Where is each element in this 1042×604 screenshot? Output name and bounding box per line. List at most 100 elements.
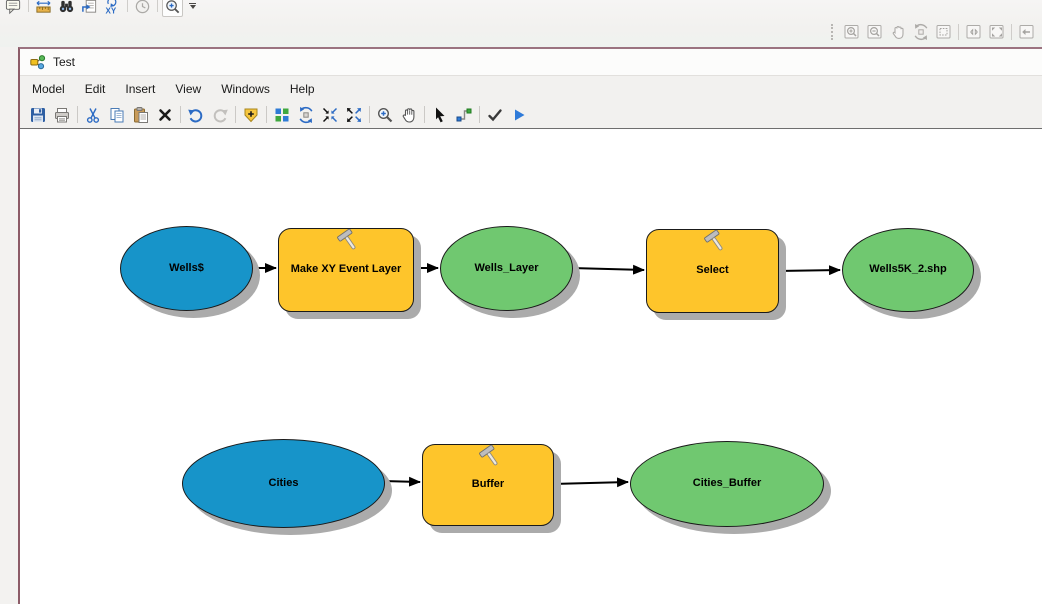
toolbar-separator [127,0,128,12]
menu-insert[interactable]: Insert [115,79,165,99]
toolbar-separator [479,106,480,123]
node-label: Cities [263,477,305,491]
toolbar-separator [235,106,236,123]
fixed-extent-button-disabled [933,21,954,43]
model-node-tool-make-xy-event-layer[interactable]: Make XY Event Layer [278,228,414,312]
validate-model-button[interactable] [484,104,506,126]
window-titlebar[interactable]: Test [20,49,1042,76]
add-data-or-tool-button[interactable] [240,104,262,126]
toolbar-grip[interactable] [831,24,836,40]
go-to-xy-button[interactable] [102,0,123,17]
node-label: Make XY Event Layer [285,263,407,277]
find-button[interactable] [56,0,77,17]
full-extent-icon [297,106,315,124]
pan-button[interactable] [398,104,420,126]
time-slider-button [132,0,153,17]
html-popup-button[interactable] [3,0,24,17]
connect-tool-button[interactable] [453,104,475,126]
modelbuilder-window: Test Model Edit Insert View Windows Help [18,47,1042,604]
node-label: Buffer [466,478,510,492]
node-label: Cities_Buffer [687,477,767,491]
auto-layout-button[interactable] [271,104,293,126]
model-node-derived-wells-layer[interactable]: Wells_Layer [440,226,573,311]
zoom-in-button[interactable] [374,104,396,126]
print-icon [53,106,71,124]
toolbar-separator [77,106,78,123]
viewer-window-button[interactable] [162,0,183,17]
toolbar-separator [1011,24,1012,40]
paste-icon [132,106,150,124]
node-label: Wells$ [163,262,210,276]
save-button[interactable] [27,104,49,126]
window-title: Test [53,55,75,69]
save-icon [29,106,47,124]
model-node-derived-wells5k[interactable]: Wells5K_2.shp [842,228,974,312]
menu-view[interactable]: View [165,79,211,99]
fixed-zoom-out-button-disabled [986,21,1007,43]
undo-icon [187,106,205,124]
cut-scissors-icon [84,106,102,124]
measure-icon [35,0,52,15]
toolbar-separator [266,106,267,123]
tool-hammer-icon [700,230,726,256]
connector[interactable] [383,481,420,482]
connect-icon [455,106,473,124]
pan-hand-icon [888,22,908,42]
zoom-in-button-disabled [841,21,862,43]
cut-button[interactable] [82,104,104,126]
fixed-extent-icon [934,22,954,42]
toolbar-separator [958,24,959,40]
undo-button[interactable] [185,104,207,126]
time-slider-icon [134,0,151,15]
model-node-derived-cities-buffer[interactable]: Cities_Buffer [630,441,824,527]
delete-x-icon [156,106,174,124]
fixed-zoom-in-icon [321,106,339,124]
toolbar-options-button[interactable] [186,0,199,13]
connector[interactable] [552,482,628,484]
copy-icon [108,106,126,124]
node-label: Wells5K_2.shp [865,263,951,277]
auto-layout-icon [273,106,291,124]
full-extent-button[interactable] [295,104,317,126]
tool-hammer-icon [333,229,359,255]
model-node-input-cities[interactable]: Cities [182,439,385,528]
menu-windows[interactable]: Windows [211,79,280,99]
magnifier-plus-icon [376,106,394,124]
fixed-zoom-in-button[interactable] [319,104,341,126]
run-model-button[interactable] [508,104,530,126]
menu-help[interactable]: Help [280,79,325,99]
overflow-bar [189,3,196,5]
run-play-icon [510,106,528,124]
fixed-zoom-out-button[interactable] [343,104,365,126]
checkmark-icon [486,106,504,124]
toolbar-separator [180,106,181,123]
page-arrow-button[interactable] [79,0,100,17]
copy-button[interactable] [106,104,128,126]
previous-extent-button-disabled [1016,21,1037,43]
measure-button[interactable] [33,0,54,17]
model-node-input-wells[interactable]: Wells$ [120,226,253,311]
connector[interactable] [571,268,644,270]
previous-extent-icon [1017,22,1037,42]
menu-model[interactable]: Model [22,79,75,99]
model-node-tool-buffer[interactable]: Buffer [422,444,554,526]
connector[interactable] [777,270,840,271]
model-canvas[interactable]: Wells$ Make XY Event Layer Wells_Layer S… [20,129,1042,604]
print-button[interactable] [51,104,73,126]
connector-layer [20,129,1042,604]
chevron-down-icon [190,5,196,9]
app-toolbar-area [0,0,1042,47]
model-node-tool-select[interactable]: Select [646,229,779,313]
pan-hand-icon [400,106,418,124]
node-label: Wells_Layer [468,262,544,276]
model-icon [30,54,46,70]
tools-toolbar [2,0,199,18]
paste-button[interactable] [130,104,152,126]
menu-edit[interactable]: Edit [75,79,116,99]
select-tool-button[interactable] [429,104,451,126]
fixed-zoom-out-icon [987,22,1007,42]
toolbar-separator [28,0,29,12]
delete-button[interactable] [154,104,176,126]
full-extent-button-disabled [910,21,931,43]
viewer-window-icon [164,0,181,15]
